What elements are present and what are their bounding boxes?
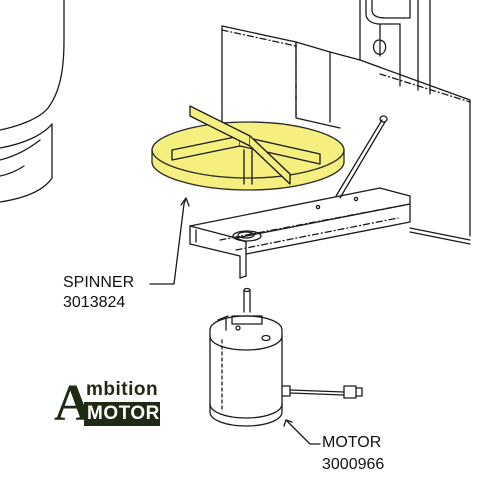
support-rod (335, 115, 388, 199)
channel-bracket (189, 187, 411, 279)
motor-part-number: 3000966 (322, 456, 385, 473)
logo-bottom-word: MOTOR (84, 402, 160, 426)
brand-logo: A mbition MOTOR (54, 378, 174, 430)
spinner-part-number: 3013824 (63, 294, 126, 311)
logo-top-word: mbition (86, 379, 159, 400)
housing-wall (195, 0, 471, 245)
motor-part (209, 287, 363, 427)
leader-spinner (149, 197, 190, 285)
tank-body (0, 0, 65, 203)
top-bracket (365, 0, 431, 95)
leader-motor (283, 419, 321, 445)
spinner-part (151, 105, 345, 191)
motor-label: MOTOR (322, 434, 382, 451)
spinner-label: SPINNER (63, 274, 135, 291)
